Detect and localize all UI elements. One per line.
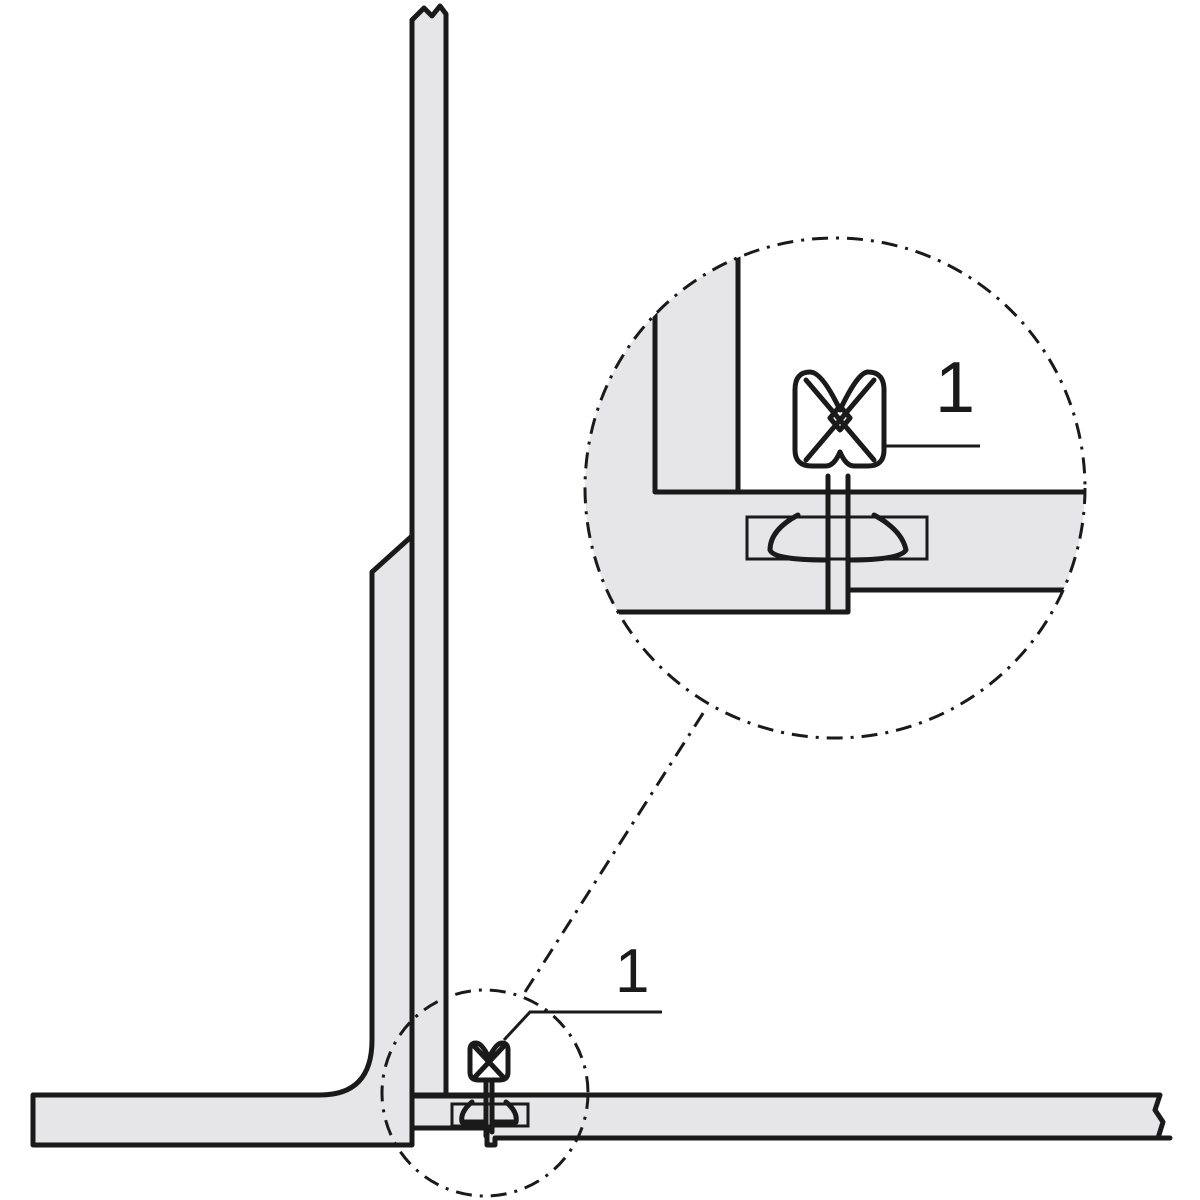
- detail-indicator-circle: [380, 988, 590, 1198]
- panel-inner-corner: [409, 1037, 490, 1099]
- callout-label-large: 1: [935, 348, 975, 428]
- overview-view: 1: [30, 3, 1173, 1198]
- slot-large: [745, 515, 929, 561]
- detail-leader-line: [523, 706, 709, 993]
- clip-small-icon: [459, 1040, 519, 1139]
- callout-label-small: 1: [615, 937, 649, 1006]
- base-profile: [30, 533, 415, 1148]
- horizontal-plate: [409, 1092, 1173, 1148]
- callout-leader-small: [502, 1010, 662, 1042]
- vertical-panel: [409, 3, 449, 1098]
- clip-large-icon: [767, 369, 909, 615]
- detail-circle: [583, 236, 1087, 740]
- detail-view: 1: [583, 236, 1087, 740]
